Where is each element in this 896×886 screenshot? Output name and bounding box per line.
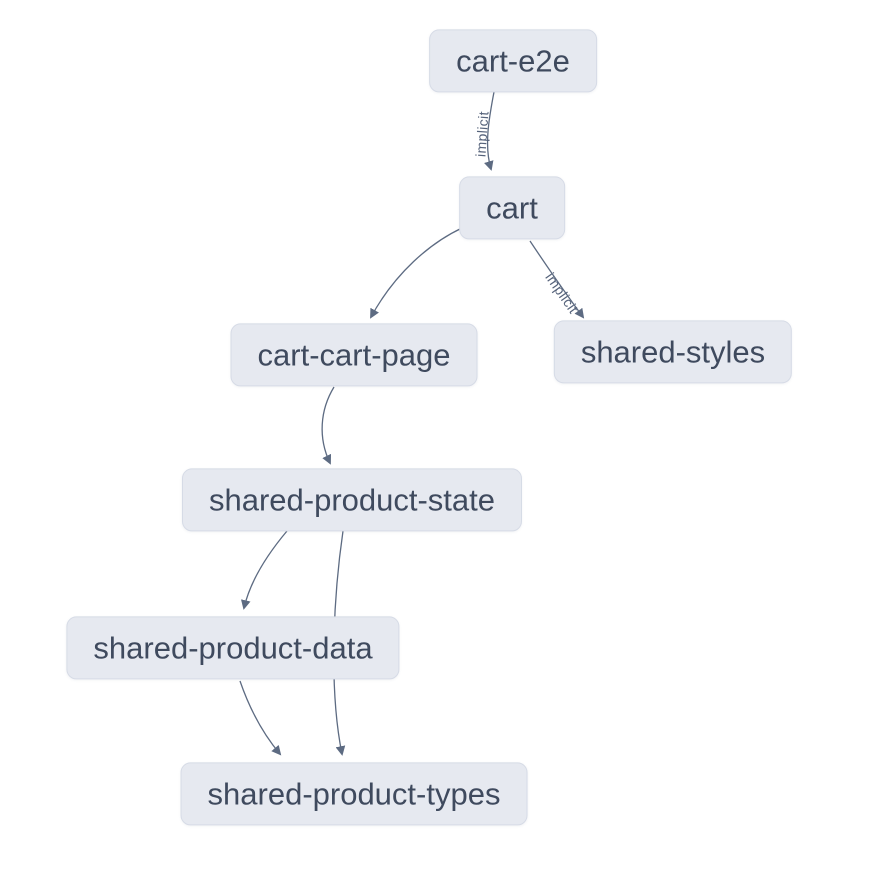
edge-shared-product-data-to-shared-product-types [239, 680, 282, 756]
node-cart-cart-page[interactable]: cart-cart-page [230, 323, 478, 387]
node-shared-product-data[interactable]: shared-product-data [66, 616, 400, 680]
edge-cart-e2e-to-cart [484, 91, 495, 171]
edge-cart-to-cart-cart-page [370, 227, 463, 319]
node-cart[interactable]: cart [459, 176, 565, 240]
edge-cart-to-shared-styles [529, 240, 585, 319]
edge-shared-product-state-to-shared-product-data [241, 530, 288, 610]
edge-label-implicit-cart-e2e: implicit [472, 110, 492, 158]
node-cart-e2e[interactable]: cart-e2e [429, 29, 597, 93]
edge-cart-cart-page-to-shared-product-state [321, 386, 335, 465]
node-shared-product-types[interactable]: shared-product-types [180, 762, 528, 826]
node-shared-styles[interactable]: shared-styles [553, 320, 793, 384]
node-shared-product-state[interactable]: shared-product-state [181, 468, 523, 532]
